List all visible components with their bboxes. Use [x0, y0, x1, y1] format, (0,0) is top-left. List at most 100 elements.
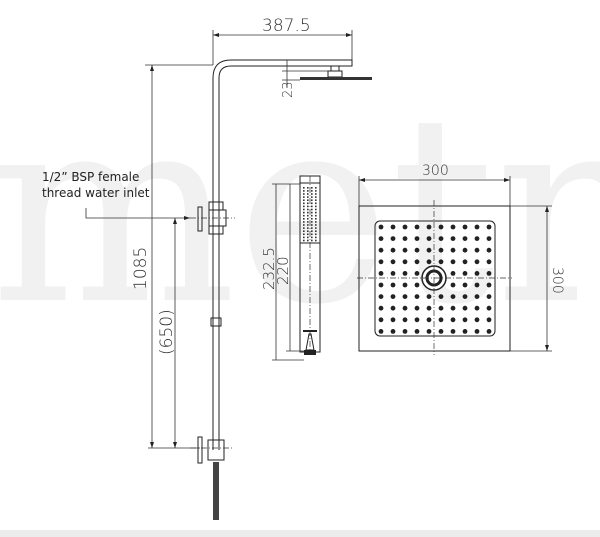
handset-nozzle: [307, 208, 309, 211]
dimension-arm-reach: 387.5: [212, 16, 353, 66]
handset-nozzle: [315, 221, 317, 223]
handset-nozzle: [315, 230, 317, 232]
nozzle-dot: [474, 259, 480, 265]
handset-nozzle: [303, 190, 305, 192]
handset-nozzle: [315, 218, 317, 220]
nozzle-dot: [486, 317, 492, 323]
nozzle-dot: [462, 247, 468, 253]
handset-nozzle: [315, 233, 317, 236]
handset-nozzle: [311, 193, 313, 195]
nozzle-dot: [486, 271, 492, 276]
handset-nozzle: [303, 202, 305, 205]
nozzle-dot: [474, 236, 480, 242]
handset-nozzle: [303, 211, 305, 214]
nozzle-dot: [438, 317, 444, 323]
handset-nozzle: [311, 208, 313, 211]
inlet-label-line2: thread water inlet: [42, 186, 150, 200]
handset-nozzle: [307, 236, 309, 239]
handset-nozzle: [303, 187, 305, 189]
handset-nozzle: [307, 221, 309, 223]
handset-nozzle: [303, 227, 305, 229]
handset-nozzle: [303, 205, 305, 208]
handset-nozzle: [315, 239, 317, 242]
dimension-label-head-width: 300: [422, 163, 449, 179]
nozzle-dot: [390, 317, 396, 323]
nozzle-dot: [402, 224, 408, 230]
shower-rail: 23: [190, 59, 372, 520]
nozzle-dot: [414, 259, 420, 265]
nozzle-dot: [402, 305, 408, 311]
nozzle-dot: [474, 294, 480, 299]
handset-nozzle: [315, 193, 317, 195]
handset-nozzle: [307, 205, 309, 208]
handset-nozzle: [303, 199, 305, 201]
handset-nozzle: [315, 227, 317, 229]
nozzle-dot: [450, 236, 456, 242]
handset-nozzle: [311, 190, 313, 192]
nozzle-dot: [414, 236, 420, 242]
nozzle-dot: [474, 247, 480, 253]
shower-head-plan: 300 300: [357, 163, 565, 355]
nozzle-dot: [402, 247, 408, 253]
nozzle-dot: [450, 317, 456, 323]
nozzle-dot: [462, 294, 468, 299]
handset-nozzle: [315, 224, 317, 226]
nozzle-dot: [378, 247, 384, 253]
nozzle-dot: [450, 329, 456, 334]
nozzle-dot: [414, 224, 420, 230]
nozzle-dot: [438, 224, 444, 230]
nozzle-dot: [486, 224, 492, 230]
handset-nozzle: [307, 218, 309, 220]
nozzle-dot: [378, 317, 384, 323]
nozzle-dot: [390, 282, 396, 288]
handset-nozzle: [315, 196, 317, 198]
nozzle-dot: [414, 329, 420, 334]
handset-nozzle: [303, 233, 305, 236]
handset-nozzle: [307, 214, 309, 217]
handset-nozzle: [311, 230, 313, 232]
handset-nozzle: [307, 233, 309, 236]
dimension-bracket-spacing: (650): [157, 218, 177, 448]
nozzle-dot: [402, 271, 408, 276]
handset-nozzle: [311, 236, 313, 239]
nozzle-dot: [390, 329, 396, 334]
handset-nozzle: [303, 236, 305, 239]
dimension-total-height: 1085: [131, 64, 213, 449]
nozzle-dot: [426, 294, 432, 299]
dimension-label-head-depth: 300: [549, 267, 565, 294]
handset-nozzle: [307, 187, 309, 189]
handset-nozzle: [311, 233, 313, 236]
nozzle-dot: [414, 294, 420, 299]
nozzle-dot: [450, 259, 456, 265]
handset-nozzle: [315, 214, 317, 217]
nozzle-dot: [450, 247, 456, 253]
nozzle-dot: [426, 224, 432, 230]
nozzle-dot: [462, 224, 468, 230]
nozzle-dot: [462, 329, 468, 334]
nozzle-dot: [378, 294, 384, 299]
nozzle-dot: [486, 294, 492, 299]
nozzle-dot: [462, 236, 468, 242]
handset-nozzle: [303, 224, 305, 226]
handset-nozzle: [315, 190, 317, 192]
nozzle-dot: [462, 259, 468, 265]
nozzle-dot: [474, 329, 480, 334]
nozzle-dot: [390, 259, 396, 265]
nozzle-dot: [426, 329, 432, 334]
handset-nozzle: [307, 227, 309, 229]
handset-nozzle: [311, 199, 313, 201]
nozzle-dot: [402, 282, 408, 288]
handset-nozzle: [307, 193, 309, 195]
nozzle-dot: [402, 294, 408, 299]
nozzle-dot: [402, 317, 408, 323]
nozzle-dot: [450, 271, 456, 276]
nozzle-dot: [450, 294, 456, 299]
nozzle-dot: [414, 271, 420, 276]
nozzle-dot: [402, 329, 408, 334]
nozzle-dot: [378, 305, 384, 311]
handset-nozzle: [315, 199, 317, 201]
handset-nozzle: [307, 202, 309, 205]
nozzle-dot: [450, 224, 456, 230]
handset-nozzle: [307, 190, 309, 192]
